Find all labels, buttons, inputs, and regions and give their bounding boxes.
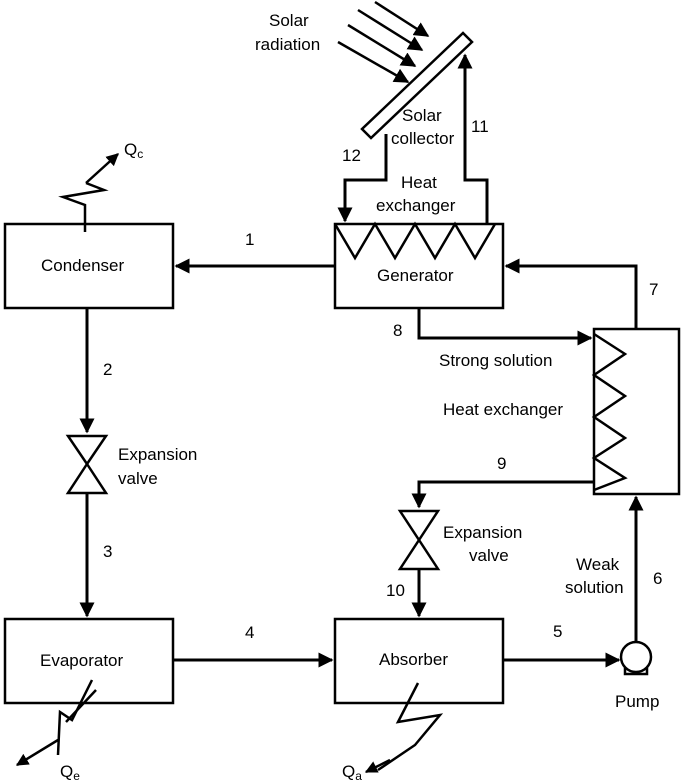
state-point-9: 9 <box>497 454 506 473</box>
solar-collector-label-line2: collector <box>391 129 455 148</box>
state-point-2: 2 <box>103 360 112 379</box>
evaporator-label: Evaporator <box>40 651 123 670</box>
heat-input-zigzag-qe <box>56 679 94 756</box>
expansion-valve-right <box>397 509 441 543</box>
solar-radiation-label-line1: Solar <box>269 11 309 30</box>
flow-line-11 <box>457 53 489 224</box>
solar-collector-label-line1: Solar <box>402 106 442 125</box>
heat-rejection-zigzag-qc <box>58 181 109 232</box>
heat-rejection-zigzag-qa <box>377 682 444 772</box>
heat-flow-qc-label: Qc <box>124 140 143 161</box>
generator-label: Generator <box>377 266 454 285</box>
state-point-6: 6 <box>653 569 662 588</box>
pump-label: Pump <box>615 692 659 711</box>
state-point-3: 3 <box>103 542 112 561</box>
expansion-valve-left-label-line1: Expansion <box>118 445 197 464</box>
flow-line-12 <box>337 134 388 223</box>
expansion-valve-right-label-line1: Expansion <box>443 523 522 542</box>
expansion-valve-left-label-line2: valve <box>118 469 158 488</box>
solar-radiation-label-line2: radiation <box>255 35 320 54</box>
heat-exchanger-top-label-line2: exchanger <box>376 196 456 215</box>
heat-flow-qe-label: Qe <box>60 762 80 783</box>
state-point-1: 1 <box>245 230 254 249</box>
state-point-5: 5 <box>553 622 562 641</box>
expansion-valve-left <box>65 434 109 467</box>
state-point-10: 10 <box>386 581 405 600</box>
solar-radiation-arrows <box>337 0 430 84</box>
expansion-valve-right-label-line2: valve <box>469 546 509 565</box>
heat-flow-qa-label: Qa <box>342 762 362 783</box>
heat-exchanger-side-label: Heat exchanger <box>443 400 563 419</box>
condenser-box <box>3 222 175 310</box>
heat-exchanger-top-label-line1: Heat <box>401 173 437 192</box>
pump-symbol <box>619 640 653 676</box>
strong-solution-label: Strong solution <box>439 351 552 370</box>
flow-line-7 <box>504 258 638 329</box>
state-point-4: 4 <box>245 623 254 642</box>
generator-heat-exchanger-coil <box>333 221 497 261</box>
flow-line-9 <box>411 480 594 509</box>
generator-box <box>333 222 505 310</box>
solar-collector-panel <box>360 31 474 140</box>
state-point-11: 11 <box>471 117 489 136</box>
state-point-12: 12 <box>342 146 361 165</box>
absorber-label: Absorber <box>379 650 448 669</box>
weak-solution-label-line2: solution <box>565 578 624 597</box>
solution-heat-exchanger-box <box>592 327 681 496</box>
solution-heat-exchanger-coil <box>591 332 628 492</box>
state-point-7: 7 <box>649 280 658 299</box>
flow-line-8 <box>417 308 593 346</box>
weak-solution-label-line1: Weak <box>576 555 620 574</box>
absorber-box <box>333 617 505 705</box>
state-point-8: 8 <box>393 321 402 340</box>
condenser-label: Condenser <box>41 256 125 275</box>
